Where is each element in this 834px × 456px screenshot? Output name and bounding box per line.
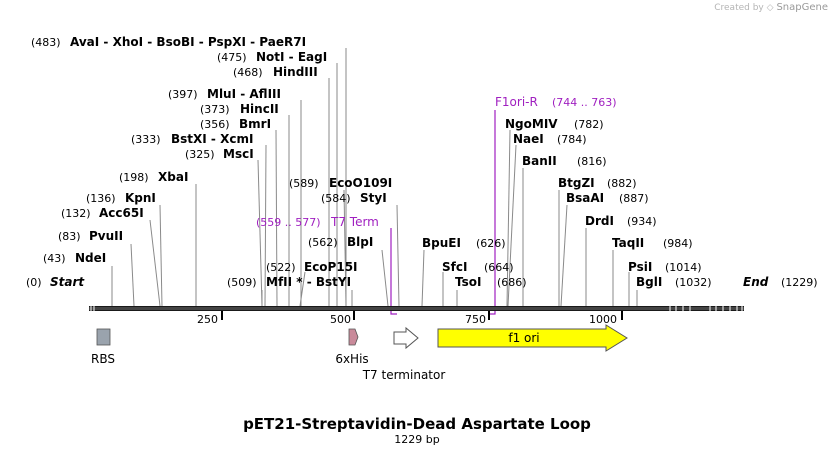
site-pvuii-pos: (83)	[58, 230, 81, 243]
site-xbai-pos: (198)	[119, 171, 149, 184]
end-label: End	[743, 275, 769, 289]
site-mlui-pos: (397)	[168, 88, 198, 101]
site-avai-name: AvaI - XhoI - BsoBI - PspXI - PaeR7I	[70, 35, 306, 49]
plasmid-length: 1229 bp	[394, 433, 440, 446]
site-ecoo109i-name: EcoO109I	[329, 176, 392, 190]
site-blpi-name: BlpI	[347, 235, 373, 249]
site-kpni-pos: (136)	[86, 192, 116, 205]
rbs-block	[96, 328, 111, 346]
tick-label: 1000	[589, 313, 617, 326]
site-bpuei-name: BpuEI	[422, 236, 461, 250]
site-naei-pos: (784)	[557, 133, 587, 146]
site-banii-pos: (816)	[577, 155, 607, 168]
primer-f1ori-r-name: F1ori-R	[495, 95, 538, 109]
site-taqii-pos: (984)	[663, 237, 693, 250]
primer-labels: F1ori-R (744 .. 763) (559 .. 577) T7 Ter…	[256, 95, 617, 229]
site-bmri-pos: (356)	[200, 118, 230, 131]
site-bstxi-name: BstXI - XcmI	[171, 132, 253, 146]
site-sfci-pos: (664)	[484, 261, 514, 274]
site-btgzi-name: BtgZI	[558, 176, 595, 190]
site-bgli-pos: (1032)	[675, 276, 712, 289]
site-leader-lines	[111, 48, 638, 307]
site-acc65i-pos: (132)	[61, 207, 91, 220]
site-ngomiv-pos: (782)	[574, 118, 604, 131]
site-noti-name: NotI - EagI	[256, 50, 327, 64]
site-banii-name: BanII	[522, 154, 557, 168]
tick-label: 500	[330, 313, 351, 326]
site-hindiii-name: HindIII	[273, 65, 318, 79]
site-bsaai-pos: (887)	[619, 192, 649, 205]
plasmid-title: pET21-Streptavidin-Dead Aspartate Loop	[243, 415, 591, 433]
site-bgli-name: BglI	[636, 275, 662, 289]
t7-terminator-arrow	[393, 326, 419, 350]
site-psii-name: PsiI	[628, 260, 652, 274]
site-taqii-name: TaqII	[612, 236, 644, 250]
feature-6xhis: 6xHis	[335, 328, 369, 366]
site-styi-pos: (584)	[321, 192, 351, 205]
site-acc65i-name: Acc65I	[99, 206, 144, 220]
site-mfii-name: MfII * - BstYI	[266, 275, 351, 289]
snapgene-logo-icon: ◇	[766, 3, 774, 13]
feature-rbs: RBS	[91, 328, 115, 366]
site-naei-name: NaeI	[513, 132, 544, 146]
f1-ori-arrow	[437, 324, 628, 352]
snapgene-watermark: Created by ◇ SnapGene	[714, 2, 828, 13]
site-styi-name: StyI	[360, 191, 387, 205]
watermark-brand: SnapGene	[776, 2, 828, 13]
6xhis-arrow	[348, 328, 359, 346]
site-drdi-name: DrdI	[585, 214, 614, 228]
feature-f1-ori-label: f1 ori	[508, 331, 539, 345]
site-labels: (43) NdeI (83) PvuII (132) Acc65I (136) …	[31, 35, 712, 289]
primer-f1ori-r-range: (744 .. 763)	[552, 96, 617, 109]
site-kpni-name: KpnI	[125, 191, 156, 205]
site-msci-pos: (325)	[185, 148, 215, 161]
start-label: Start	[50, 275, 85, 289]
dna-backbone	[89, 306, 744, 320]
site-hindiii-pos: (468)	[233, 66, 263, 79]
feature-f1-ori: f1 ori	[437, 324, 628, 352]
site-btgzi-pos: (882)	[607, 177, 637, 190]
site-hincii-pos: (373)	[200, 103, 230, 116]
scale-ticks: 250 500 750 1000	[197, 313, 617, 326]
site-ndei-pos: (43)	[43, 252, 66, 265]
site-ngomiv-name: NgoMIV	[505, 117, 558, 131]
site-ecop15i-pos: (522)	[266, 261, 296, 274]
site-ndei-name: NdeI	[75, 251, 106, 265]
primer-t7-term-range: (559 .. 577)	[256, 216, 321, 229]
feature-t7-terminator: T7 terminator	[362, 326, 446, 382]
watermark-prefix: Created by	[714, 3, 764, 13]
primer-t7-term-name: T7 Term	[330, 215, 379, 229]
site-xbai-name: XbaI	[158, 170, 188, 184]
site-hincii-name: HincII	[240, 102, 279, 116]
site-tsoi-pos: (686)	[497, 276, 527, 289]
site-sfci-name: SfcI	[442, 260, 467, 274]
site-bsaai-name: BsaAI	[566, 191, 604, 205]
site-pvuii-name: PvuII	[89, 229, 123, 243]
start-position: (0)	[26, 276, 42, 289]
site-psii-pos: (1014)	[665, 261, 702, 274]
site-tsoi-name: TsoI	[455, 275, 481, 289]
site-avai-pos: (483)	[31, 36, 61, 49]
tick-label: 750	[465, 313, 486, 326]
site-msci-name: MscI	[223, 147, 254, 161]
feature-t7-terminator-label: T7 terminator	[362, 368, 446, 382]
site-drdi-pos: (934)	[627, 215, 657, 228]
site-mlui-name: MluI - AflIII	[207, 87, 281, 101]
primer-leader-lines	[390, 110, 496, 315]
site-ecoo109i-pos: (589)	[289, 177, 319, 190]
site-bstxi-pos: (333)	[131, 133, 161, 146]
site-noti-pos: (475)	[217, 51, 247, 64]
feature-rbs-label: RBS	[91, 352, 115, 366]
site-ecop15i-name: EcoP15I	[304, 260, 358, 274]
site-bpuei-pos: (626)	[476, 237, 506, 250]
tick-label: 250	[197, 313, 218, 326]
feature-6xhis-label: 6xHis	[335, 352, 368, 366]
site-bmri-name: BmrI	[239, 117, 271, 131]
site-mfii-pos: (509)	[227, 276, 257, 289]
site-blpi-pos: (562)	[308, 236, 338, 249]
end-position: (1229)	[781, 276, 818, 289]
